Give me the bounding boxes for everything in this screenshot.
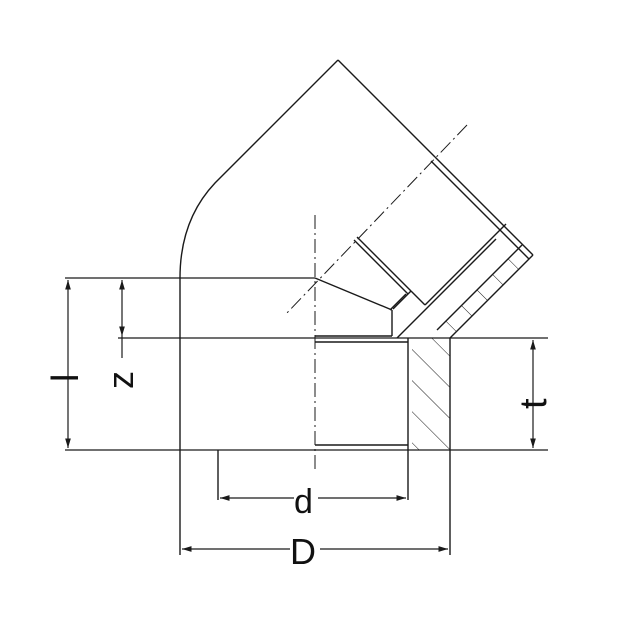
upper-hatched-wall	[437, 245, 533, 338]
dimension-label-t: t	[513, 398, 555, 409]
hatched-wall-section	[412, 338, 450, 450]
dimension-label-l: l	[45, 374, 87, 382]
dimension-label-d: d	[294, 483, 313, 521]
centre-lines	[284, 124, 468, 472]
dimension-label-D: D	[290, 531, 316, 572]
dimension-label-z: z	[100, 371, 141, 389]
reference-lines	[65, 277, 548, 451]
